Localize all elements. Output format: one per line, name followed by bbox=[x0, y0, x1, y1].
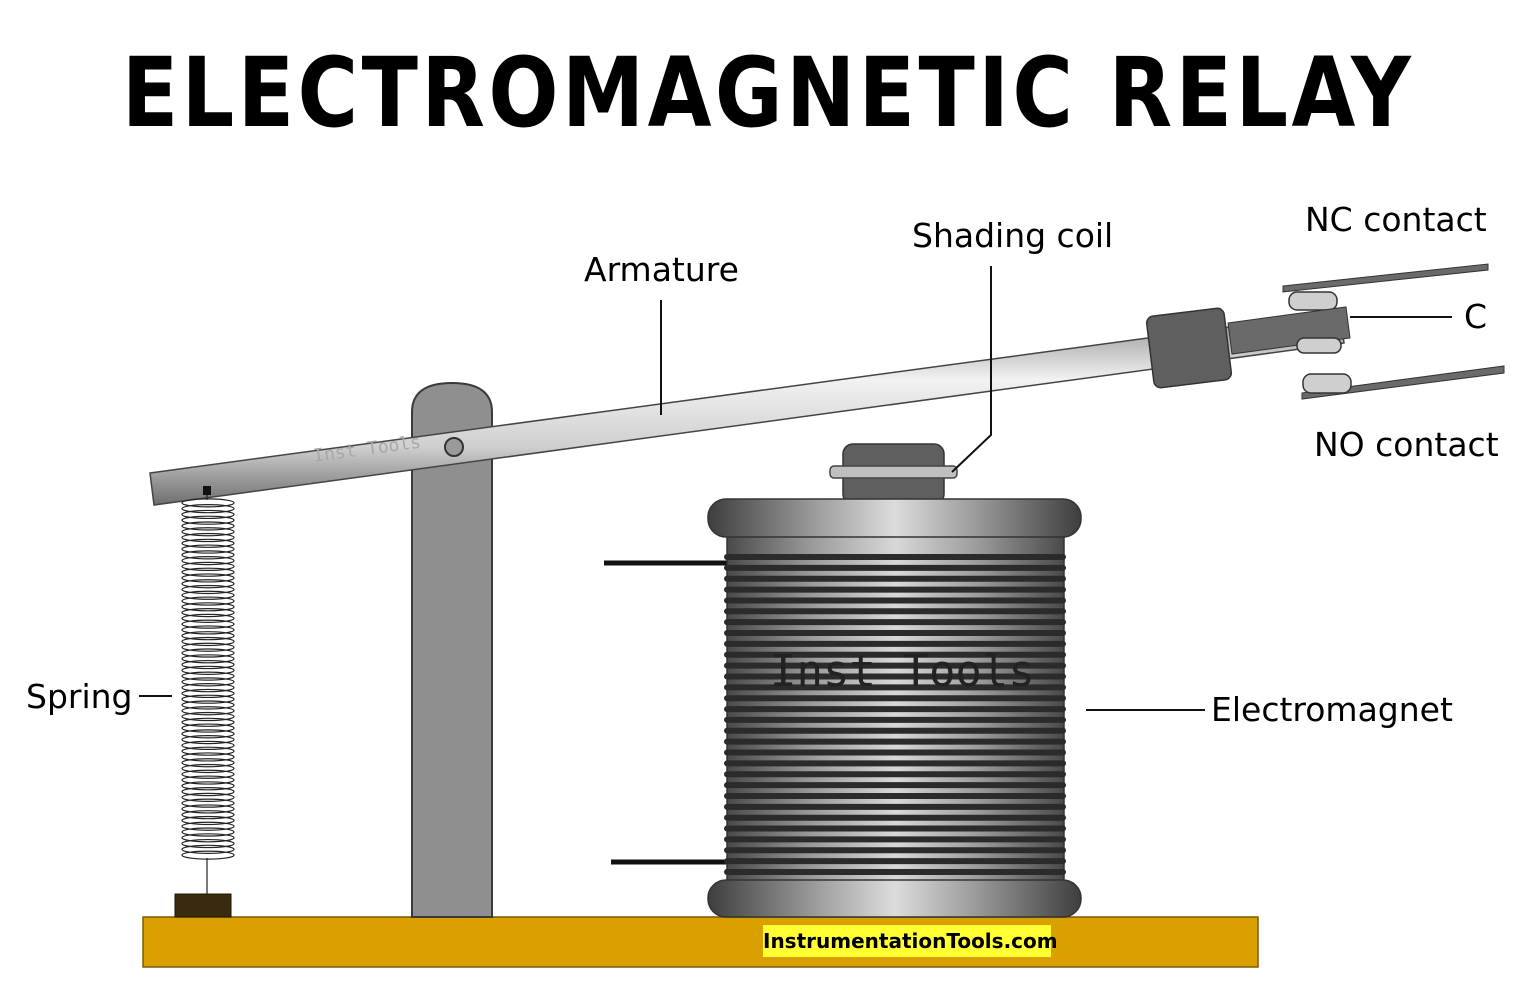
diagram-title: ELECTROMAGNETIC RELAY bbox=[121, 37, 1415, 149]
spring-hook bbox=[203, 486, 211, 495]
winding-turn bbox=[724, 847, 1066, 854]
winding-turn bbox=[724, 738, 1066, 745]
bobbin-top-flange bbox=[707, 498, 1082, 538]
winding-turn bbox=[724, 836, 1066, 843]
spring-coil bbox=[181, 495, 235, 894]
winding-turn bbox=[724, 760, 1066, 767]
common-contact-label: C bbox=[1464, 297, 1488, 336]
coil-windings bbox=[724, 554, 1066, 875]
winding-turn bbox=[724, 727, 1066, 734]
winding-turn bbox=[724, 825, 1066, 832]
winding-turn bbox=[724, 695, 1066, 702]
winding-turn bbox=[724, 640, 1066, 647]
armature-tip bbox=[1227, 306, 1351, 355]
winding-turn bbox=[724, 749, 1066, 756]
winding-turn bbox=[724, 662, 1066, 669]
base-board bbox=[142, 916, 1259, 968]
electromagnet-label: Electromagnet bbox=[1211, 690, 1453, 729]
no-contact-label: NO contact bbox=[1314, 425, 1499, 464]
winding-turn bbox=[724, 673, 1066, 680]
common-contact-point bbox=[1296, 337, 1342, 354]
winding-turn bbox=[724, 630, 1066, 637]
winding-turn bbox=[724, 554, 1066, 560]
winding-turn bbox=[724, 564, 1066, 571]
nc-contact-arm bbox=[1282, 263, 1489, 293]
spring-anchor bbox=[174, 893, 232, 918]
shading-coil-label: Shading coil bbox=[912, 216, 1114, 255]
website-badge: InstrumentationTools.com bbox=[763, 925, 1058, 957]
no-contact-point bbox=[1302, 373, 1352, 394]
coil-watermark: Inst Tools bbox=[770, 646, 1035, 697]
nc-contact-label: NC contact bbox=[1305, 200, 1487, 239]
shading-coil-leader bbox=[951, 266, 992, 473]
winding-turn bbox=[724, 684, 1066, 691]
winding-turn bbox=[724, 792, 1066, 799]
winding-turn bbox=[724, 706, 1066, 713]
winding-turn bbox=[724, 608, 1066, 615]
winding-turn bbox=[724, 782, 1066, 789]
armature-bar bbox=[149, 311, 1345, 506]
winding-turn bbox=[724, 619, 1066, 626]
winding-turn bbox=[724, 869, 1066, 875]
pivot-post bbox=[411, 381, 493, 918]
no-contact-arm bbox=[1301, 365, 1505, 400]
winding-turn bbox=[724, 597, 1066, 604]
winding-turn bbox=[724, 858, 1066, 865]
winding-turn bbox=[724, 814, 1066, 821]
winding-turn bbox=[724, 651, 1066, 658]
winding-turn bbox=[724, 771, 1066, 778]
armature-coupling-block bbox=[1145, 307, 1233, 389]
bobbin-bottom-flange bbox=[707, 879, 1082, 918]
pivot-pin bbox=[444, 437, 464, 457]
winding-turn bbox=[724, 716, 1066, 723]
winding-turn bbox=[724, 575, 1066, 582]
shading-coil-ring bbox=[829, 465, 958, 479]
winding-turn bbox=[724, 803, 1066, 810]
spring-label: Spring bbox=[26, 677, 133, 716]
nc-contact-point bbox=[1288, 291, 1338, 311]
winding-turn bbox=[724, 586, 1066, 593]
armature-label: Armature bbox=[584, 250, 739, 289]
